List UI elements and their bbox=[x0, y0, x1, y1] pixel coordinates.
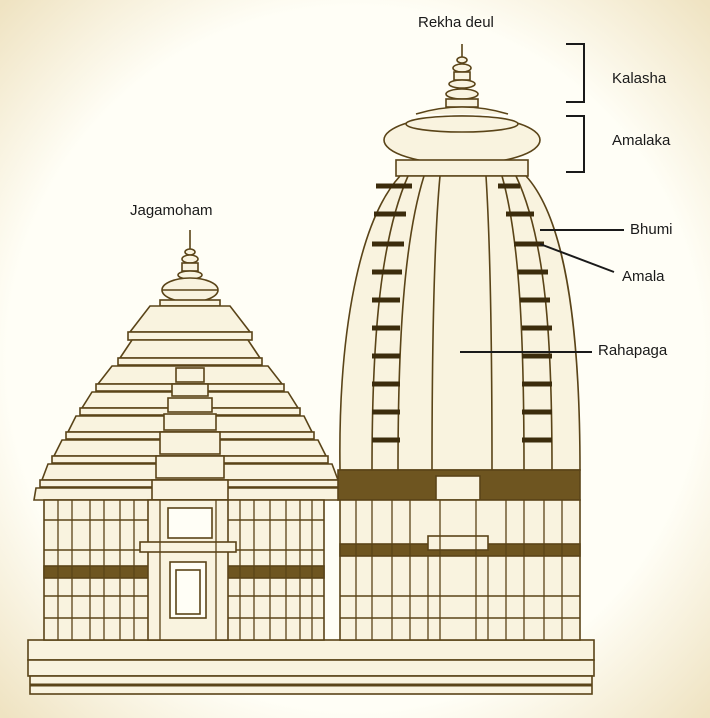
base-platform bbox=[28, 640, 594, 694]
rekha-deul-label: Rekha deul bbox=[418, 14, 494, 31]
amalaka-label: Amalaka bbox=[612, 132, 670, 149]
rahapaga-label: Rahapaga bbox=[598, 342, 667, 359]
bhumi-label: Bhumi bbox=[630, 221, 673, 238]
amala-label: Amala bbox=[622, 268, 665, 285]
jagamoham-label: Jagamoham bbox=[130, 202, 213, 219]
kalasha-label: Kalasha bbox=[612, 70, 666, 87]
